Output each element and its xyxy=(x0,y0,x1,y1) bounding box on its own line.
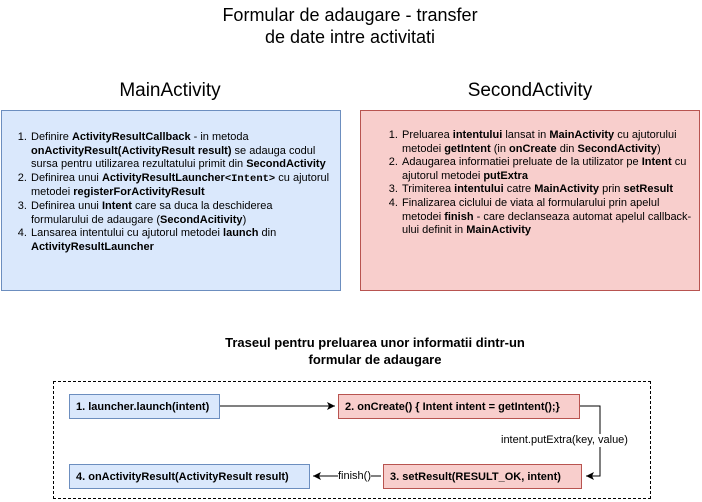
main-step-3: Definirea unui Intent care sa duca la de… xyxy=(30,200,330,227)
second-activity-steps: Preluarea intentului lansat in MainActiv… xyxy=(385,129,693,238)
second-step-4: Finalizarea ciclului de viata al formula… xyxy=(401,197,693,238)
diagram-title-line2: de date intre activitati xyxy=(264,27,436,47)
edge-label-finish: finish() xyxy=(338,470,372,483)
diagram-title: Formular de adaugare - transfer de date … xyxy=(150,4,550,48)
node-oncreate: 2. onCreate() { Intent intent = getInten… xyxy=(338,394,580,419)
main-step-4: Lansarea intentului cu ajutorul metodei … xyxy=(30,227,330,254)
second-step-1: Preluarea intentului lansat in MainActiv… xyxy=(401,129,693,156)
second-step-3: Trimiterea intentului catre MainActivity… xyxy=(401,183,693,197)
main-activity-steps: Definire ActivityResultCallback - in met… xyxy=(14,131,330,254)
second-step-2: Adaugarea informatiei preluate de la uti… xyxy=(401,156,693,183)
node-onactivityresult: 4. onActivityResult(ActivityResult resul… xyxy=(69,464,310,489)
node-launcher-launch: 1. launcher.launch(intent) xyxy=(69,394,220,419)
diagram-title-line1: Formular de adaugare - transfer xyxy=(222,5,478,25)
main-step-1: Definire ActivityResultCallback - in met… xyxy=(30,131,330,172)
node-setresult: 3. setResult(RESULT_OK, intent) xyxy=(383,464,582,489)
main-step-2: Definirea unui ActivityResultLauncher<In… xyxy=(30,172,330,200)
second-activity-heading: SecondActivity xyxy=(467,80,593,101)
edge-label-putextra: intent.putExtra(key, value) xyxy=(501,434,628,447)
flow-frame xyxy=(53,381,651,499)
flow-title-line1: Traseul pentru preluarea unor informatii… xyxy=(225,335,525,350)
main-activity-panel: Definire ActivityResultCallback - in met… xyxy=(1,110,341,291)
main-activity-heading: MainActivity xyxy=(119,80,221,101)
second-activity-panel: Preluarea intentului lansat in MainActiv… xyxy=(360,110,700,291)
flow-title: Traseul pentru preluarea unor informatii… xyxy=(175,334,575,368)
flow-title-line2: formular de adaugare xyxy=(308,352,442,367)
